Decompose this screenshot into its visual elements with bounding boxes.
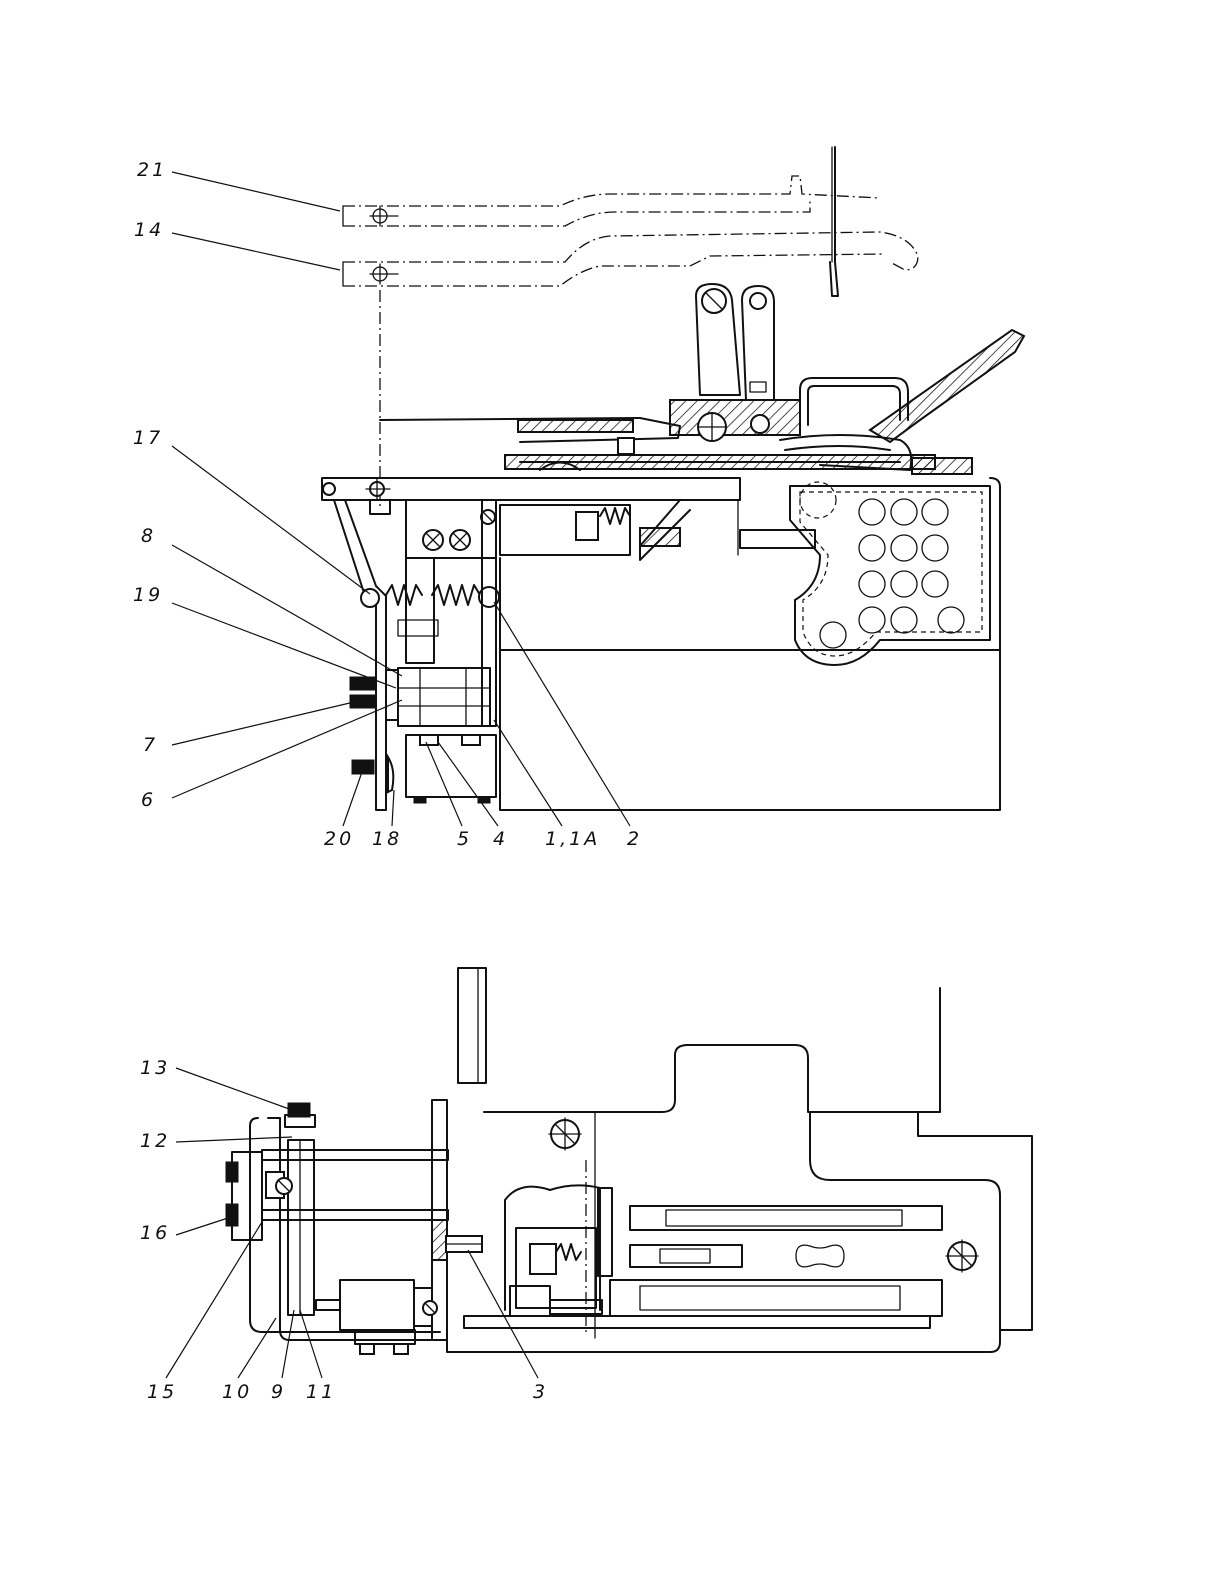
- callout-10: 10: [222, 1381, 252, 1403]
- roller-stack: [398, 500, 496, 726]
- callout-20: 20: [324, 828, 354, 850]
- callout-21: 21: [137, 159, 167, 181]
- callout-4: 4: [493, 828, 508, 850]
- housing-screws: [549, 1118, 978, 1272]
- spring: [361, 585, 499, 607]
- callout-6: 6: [141, 789, 156, 811]
- machine-body: [500, 478, 1000, 810]
- callout-19: 19: [133, 584, 163, 606]
- callout-7: 7: [143, 734, 158, 756]
- callout-13: 13: [140, 1057, 170, 1079]
- spindle-plate: [458, 968, 486, 1083]
- callout-2: 2: [627, 828, 642, 850]
- callout-12: 12: [140, 1130, 170, 1152]
- callout-8: 8: [141, 525, 156, 547]
- presser-foot: [780, 330, 1024, 470]
- cutaway-window: [505, 1160, 612, 1335]
- top-view-assembly: 21 14 17 8 19 7 6 20 18 5 4 1,1A 2: [133, 147, 1024, 850]
- callout-9: 9: [271, 1381, 286, 1403]
- callout-3: 3: [533, 1381, 548, 1403]
- callout-11: 11: [306, 1381, 336, 1403]
- bottom-view-assembly: 13 12 16 15 10 9 11 3: [140, 968, 1032, 1403]
- needle-bar-posts: [696, 284, 774, 400]
- callout-18: 18: [372, 828, 402, 850]
- bobbin-plate: [790, 482, 990, 665]
- bolts-left: [350, 670, 398, 792]
- pin-3: [446, 1236, 482, 1252]
- needle: [830, 147, 838, 296]
- small-motor: [316, 1280, 437, 1354]
- looper-21: [343, 176, 880, 226]
- callout-16: 16: [140, 1222, 170, 1244]
- lower-block: [406, 735, 496, 803]
- main-arm: [322, 478, 740, 514]
- callout-15: 15: [147, 1381, 177, 1403]
- callout-17: 17: [133, 427, 163, 449]
- throat-plate: [380, 400, 800, 454]
- callout-5: 5: [457, 828, 472, 850]
- feed-rail: [505, 455, 972, 474]
- callout-14: 14: [134, 219, 164, 241]
- callout-1-1a: 1,1A: [545, 828, 600, 850]
